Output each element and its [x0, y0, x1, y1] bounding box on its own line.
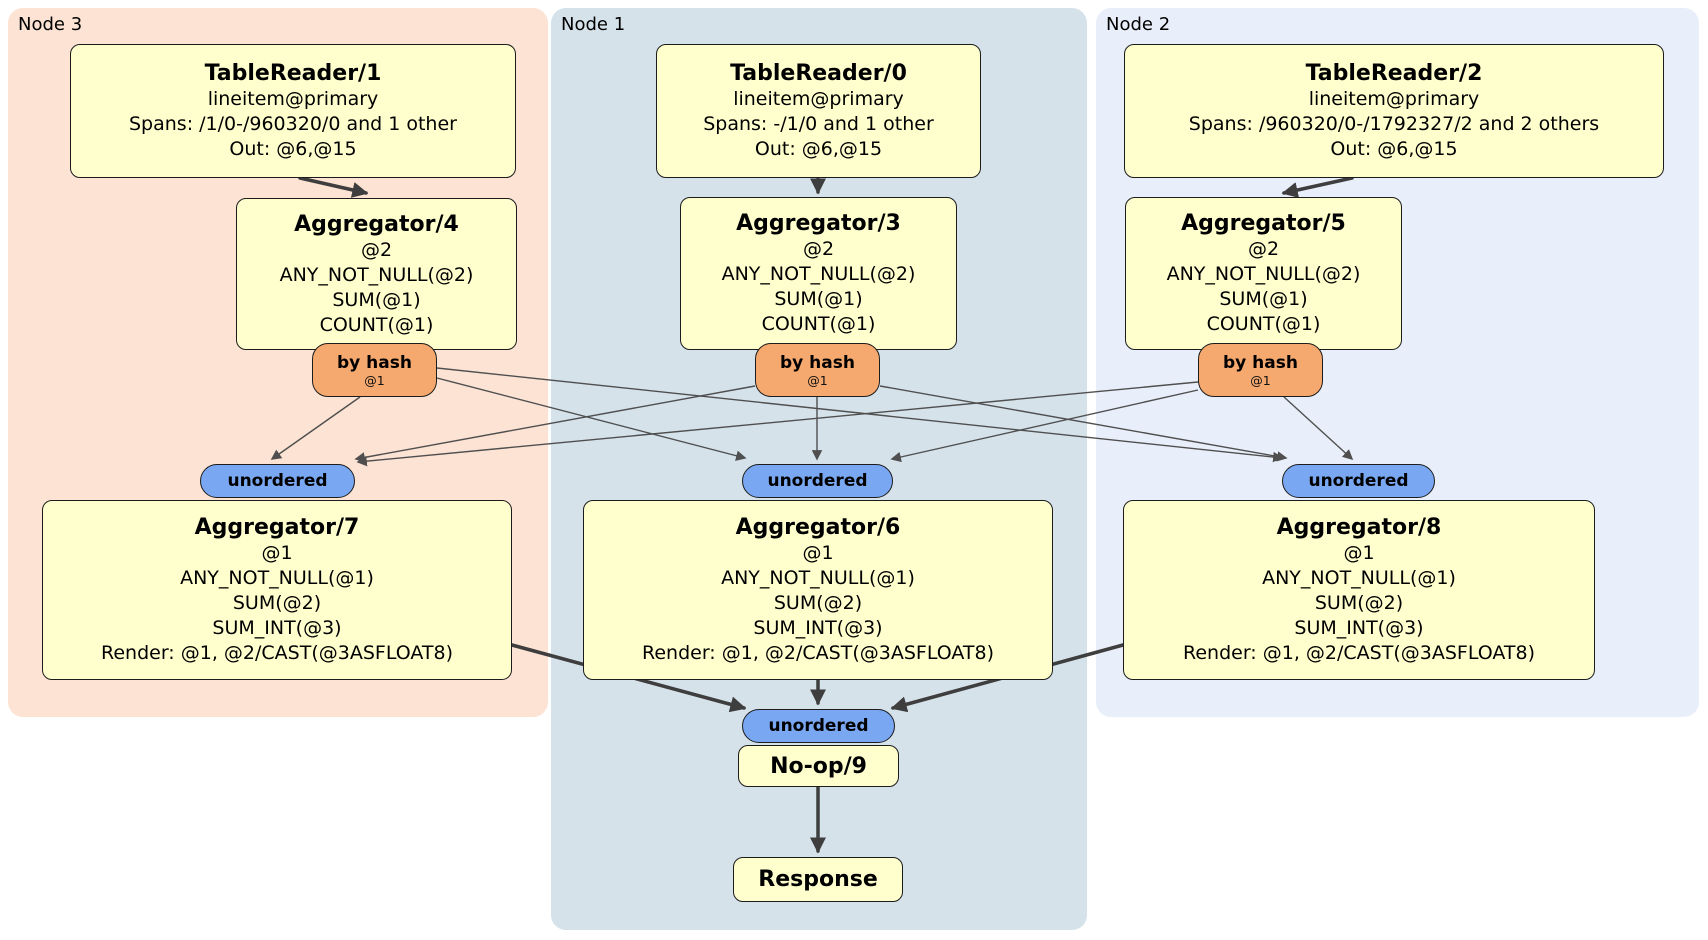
- processor-line: SUM(@2): [773, 592, 863, 614]
- processor-noop-9: No-op/9: [738, 745, 899, 787]
- processor-response: Response: [733, 857, 903, 902]
- processor-line: COUNT(@1): [319, 313, 434, 336]
- processor-line: Out: @6,@15: [754, 138, 883, 160]
- router-by-hash-4: by hash @1: [312, 343, 437, 397]
- region-label-node-1: Node 1: [561, 14, 626, 35]
- processor-line: COUNT(@1): [761, 313, 876, 335]
- processor-line: lineitem@primary: [207, 88, 379, 110]
- sync-unordered-9: unordered: [742, 709, 895, 743]
- processor-line: SUM(@2): [1314, 592, 1404, 614]
- processor-line: Render: @1, @2/CAST(@3ASFLOAT8): [642, 642, 994, 664]
- sync-label: unordered: [1308, 471, 1409, 491]
- router-label: by hash: [1223, 352, 1298, 373]
- processor-line: SUM(@1): [774, 288, 863, 310]
- processor-title: TableReader/1: [204, 61, 382, 86]
- processor-title: Aggregator/7: [194, 515, 360, 540]
- processor-title: Aggregator/3: [736, 211, 901, 236]
- processor-aggregator-5: Aggregator/5 @2 ANY_NOT_NULL(@2) SUM(@1)…: [1125, 197, 1402, 350]
- processor-line: @1: [1343, 542, 1375, 564]
- processor-line: ANY_NOT_NULL(@2): [1166, 263, 1361, 285]
- processor-line: Spans: /960320/0-/1792327/2 and 2 others: [1188, 113, 1600, 135]
- router-columns: @1: [364, 372, 385, 388]
- processor-aggregator-6: Aggregator/6 @1 ANY_NOT_NULL(@1) SUM(@2)…: [583, 500, 1053, 680]
- processor-line: SUM_INT(@3): [753, 617, 883, 639]
- processor-aggregator-3: Aggregator/3 @2 ANY_NOT_NULL(@2) SUM(@1)…: [680, 197, 957, 350]
- router-columns: @1: [1250, 372, 1271, 388]
- processor-line: ANY_NOT_NULL(@1): [1262, 567, 1456, 589]
- sync-label: unordered: [767, 471, 868, 491]
- processor-line: ANY_NOT_NULL(@1): [180, 567, 374, 589]
- processor-line: SUM_INT(@3): [212, 617, 342, 639]
- processor-title: Aggregator/5: [1181, 211, 1346, 236]
- processor-line: ANY_NOT_NULL(@2): [279, 263, 474, 286]
- router-by-hash-5: by hash @1: [1198, 343, 1323, 397]
- processor-title: No-op/9: [770, 753, 867, 779]
- processor-line: SUM(@1): [332, 288, 421, 311]
- processor-line: SUM(@2): [232, 592, 322, 614]
- sync-unordered-8: unordered: [1282, 464, 1435, 498]
- processor-line: Out: @6,@15: [229, 138, 357, 160]
- processor-title: Aggregator/6: [735, 515, 901, 540]
- processor-title: Aggregator/8: [1276, 515, 1442, 540]
- processor-title: TableReader/0: [730, 61, 907, 86]
- router-by-hash-3: by hash @1: [755, 343, 880, 397]
- processor-line: lineitem@primary: [733, 88, 904, 110]
- processor-line: lineitem@primary: [1308, 88, 1480, 110]
- processor-line: SUM_INT(@3): [1294, 617, 1424, 639]
- router-label: by hash: [337, 352, 412, 373]
- processor-title: TableReader/2: [1305, 61, 1483, 86]
- processor-title: Response: [758, 867, 878, 892]
- processor-line: COUNT(@1): [1206, 313, 1321, 335]
- processor-tablereader-2: TableReader/2 lineitem@primary Spans: /9…: [1124, 44, 1664, 178]
- router-label: by hash: [780, 352, 855, 373]
- router-columns: @1: [807, 372, 828, 388]
- processor-line: Spans: -/1/0 and 1 other: [703, 113, 934, 135]
- processor-tablereader-0: TableReader/0 lineitem@primary Spans: -/…: [656, 44, 981, 178]
- processor-line: Out: @6,@15: [1330, 138, 1458, 160]
- sync-unordered-7: unordered: [200, 464, 355, 498]
- processor-tablereader-1: TableReader/1 lineitem@primary Spans: /1…: [70, 44, 516, 178]
- processor-aggregator-4: Aggregator/4 @2 ANY_NOT_NULL(@2) SUM(@1)…: [236, 198, 517, 350]
- processor-line: Spans: /1/0-/960320/0 and 1 other: [129, 113, 457, 135]
- processor-line: ANY_NOT_NULL(@2): [721, 263, 916, 285]
- processor-line: Render: @1, @2/CAST(@3ASFLOAT8): [1183, 642, 1535, 664]
- processor-line: ANY_NOT_NULL(@1): [721, 567, 915, 589]
- processor-line: @2: [360, 238, 393, 261]
- processor-line: @2: [802, 238, 835, 260]
- region-label-node-3: Node 3: [18, 14, 83, 35]
- processor-line: Render: @1, @2/CAST(@3ASFLOAT8): [101, 642, 453, 664]
- processor-aggregator-7: Aggregator/7 @1 ANY_NOT_NULL(@1) SUM(@2)…: [42, 500, 512, 680]
- processor-title: Aggregator/4: [294, 211, 459, 237]
- processor-line: SUM(@1): [1219, 288, 1308, 310]
- sync-label: unordered: [768, 716, 869, 736]
- processor-aggregator-8: Aggregator/8 @1 ANY_NOT_NULL(@1) SUM(@2)…: [1123, 500, 1595, 680]
- processor-line: @1: [261, 542, 293, 564]
- sync-label: unordered: [227, 471, 328, 491]
- processor-line: @2: [1247, 238, 1280, 260]
- sync-unordered-6: unordered: [742, 464, 893, 498]
- processor-line: @1: [802, 542, 834, 564]
- region-label-node-2: Node 2: [1106, 14, 1171, 35]
